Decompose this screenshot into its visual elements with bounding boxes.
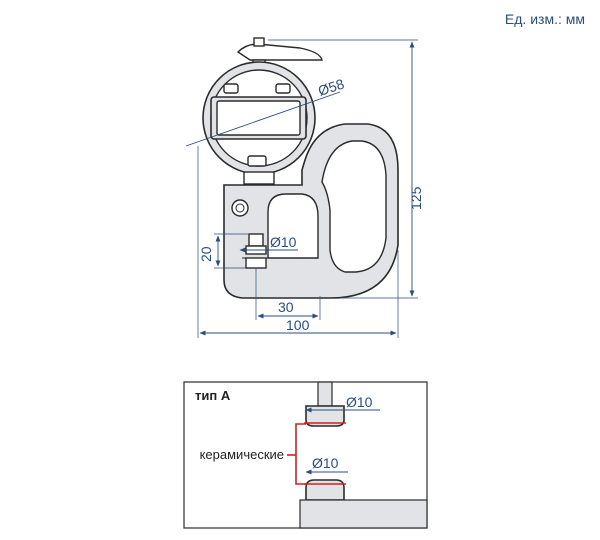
lower-anvil bbox=[305, 479, 345, 501]
throat-label: 30 bbox=[278, 299, 294, 315]
dial-button-left bbox=[223, 83, 239, 94]
lcd-display bbox=[216, 100, 301, 136]
ceramic-label: керамические bbox=[200, 447, 284, 462]
ceramic-bracket bbox=[295, 423, 306, 485]
upper-diameter-label: Ø10 bbox=[346, 394, 373, 410]
lift-lever bbox=[236, 43, 323, 61]
lower-base bbox=[299, 499, 428, 529]
spindle-anvils bbox=[245, 233, 267, 269]
mount-screw bbox=[231, 199, 249, 217]
width-label: 100 bbox=[286, 317, 310, 333]
height-label: 125 bbox=[408, 186, 424, 210]
dial-diameter-label: Ø58 bbox=[316, 75, 346, 98]
anvil-diameter-label: Ø10 bbox=[270, 234, 297, 250]
detail-type-a: тип А Ø10 Ø10 керамические bbox=[183, 381, 428, 529]
dial-button-right bbox=[275, 83, 291, 94]
dial-button-bottom bbox=[247, 155, 267, 167]
units-label: Ед. изм.: мм bbox=[505, 11, 585, 27]
detail-title: тип А bbox=[195, 388, 231, 403]
lower-diameter-label: Ø10 bbox=[312, 455, 339, 471]
dial-diameter-leader bbox=[185, 91, 341, 147]
gap-label: 20 bbox=[198, 246, 214, 262]
gauge-frame bbox=[223, 123, 399, 299]
